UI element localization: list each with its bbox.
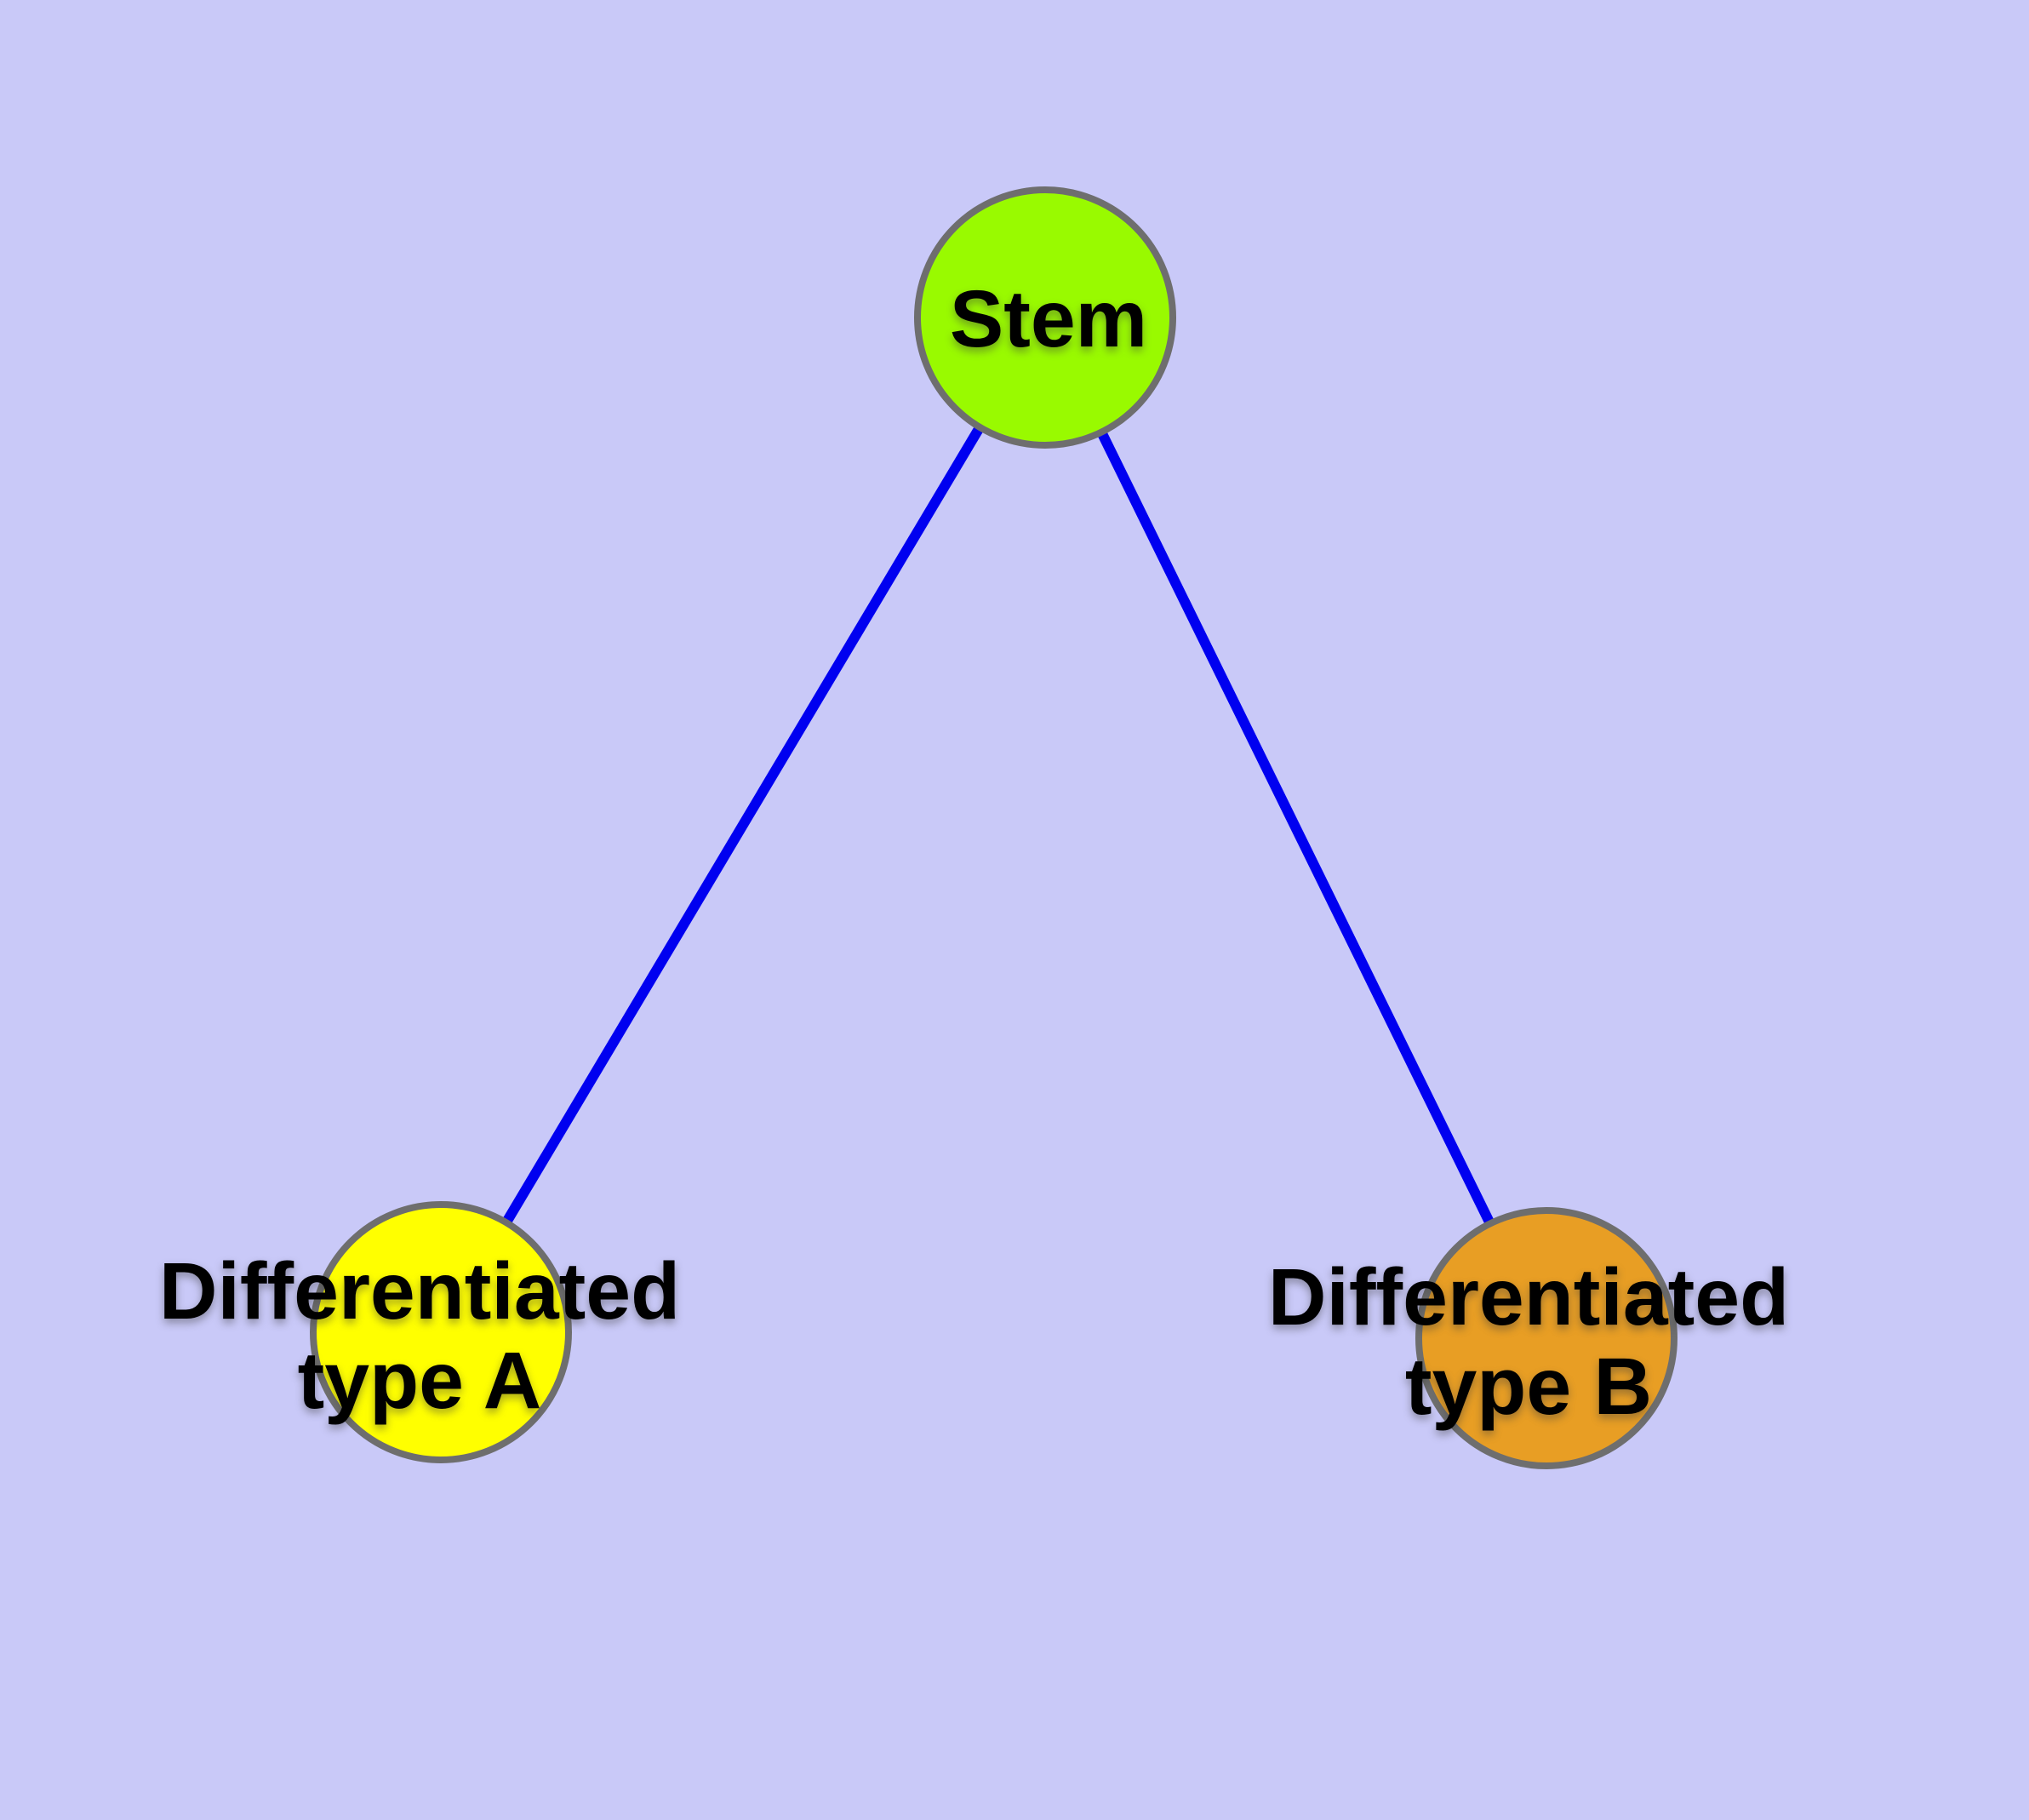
node-type-a-label-line1: Differentiated [159, 1246, 680, 1336]
node-type-a-circle [310, 1201, 572, 1463]
edge-stem-to-type-b [1040, 315, 1552, 1341]
node-type-b-circle [1415, 1207, 1677, 1469]
node-type-b-label-line2: type B [1405, 1342, 1652, 1432]
node-stem-label: Stem [950, 274, 1147, 364]
node-type-a-label-line2: type A [298, 1336, 542, 1426]
node-type-b-label-line1: Differentiated [1268, 1252, 1789, 1342]
node-stem-circle [914, 186, 1176, 449]
edge-stem-to-type-a [436, 314, 1050, 1336]
